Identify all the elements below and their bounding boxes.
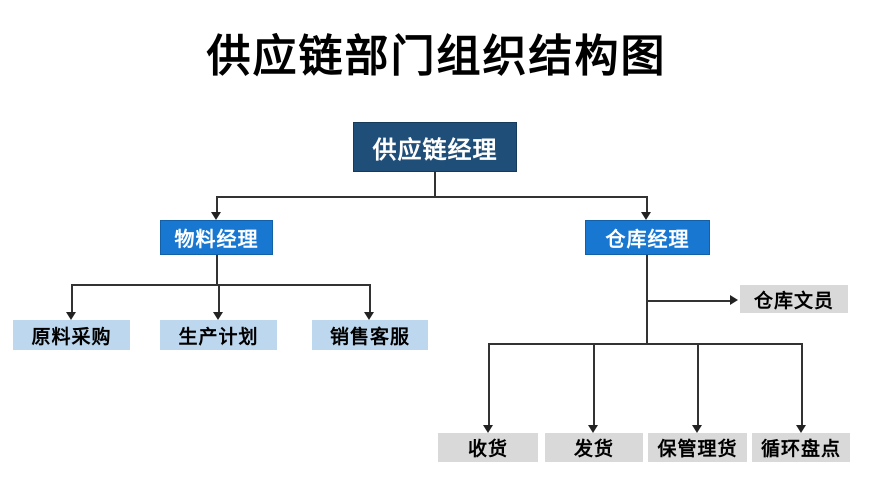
- node-material-manager: 物料经理: [160, 220, 273, 255]
- connector-drop-production-planning: [218, 284, 220, 313]
- connector-drop-raw-material: [71, 284, 73, 313]
- node-warehouse-manager: 仓库经理: [585, 220, 710, 255]
- connector-material-manager-stem: [216, 255, 218, 285]
- connector-warehouse-manager-stem: [646, 255, 648, 344]
- down-arrowhead-icon: [692, 425, 702, 433]
- node-shipping: 发货: [545, 433, 643, 462]
- connector-drop-sales-service: [369, 284, 371, 313]
- right-arrowhead-icon: [730, 295, 738, 305]
- connector-drop-material-manager: [216, 196, 218, 213]
- node-cycle-count: 循环盘点: [752, 433, 850, 462]
- down-arrowhead-icon: [796, 425, 806, 433]
- node-storage-tally: 保管理货: [648, 433, 747, 462]
- connector-warehouse-rail: [488, 343, 802, 345]
- connector-drop-shipping: [593, 343, 595, 425]
- connector-material-rail: [71, 284, 370, 286]
- node-sales-customer-service: 销售客服: [312, 320, 428, 350]
- page-title: 供应链部门组织结构图: [206, 32, 667, 81]
- node-receiving: 收货: [438, 433, 538, 462]
- connector-drop-cycle-count: [801, 343, 803, 425]
- down-arrowhead-icon: [211, 212, 221, 220]
- node-supply-chain-manager: 供应链经理: [353, 122, 517, 172]
- node-raw-material-purchasing: 原料采购: [13, 320, 130, 350]
- down-arrowhead-icon: [364, 312, 374, 320]
- connector-drop-warehouse-manager: [646, 196, 648, 213]
- down-arrowhead-icon: [641, 212, 651, 220]
- down-arrowhead-icon: [66, 312, 76, 320]
- connector-root-stem: [434, 172, 436, 197]
- connector-branch-warehouse-clerk: [646, 300, 730, 302]
- down-arrowhead-icon: [213, 312, 223, 320]
- node-warehouse-clerk: 仓库文员: [740, 285, 848, 313]
- connector-drop-storage-tally: [697, 343, 699, 425]
- down-arrowhead-icon: [588, 425, 598, 433]
- node-production-planning: 生产计划: [160, 320, 277, 350]
- connector-level1-rail: [216, 196, 648, 198]
- connector-drop-receiving: [488, 343, 490, 425]
- down-arrowhead-icon: [483, 425, 493, 433]
